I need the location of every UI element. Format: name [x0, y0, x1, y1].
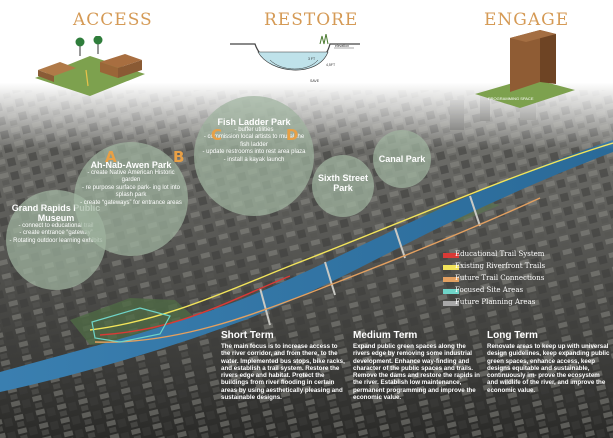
- museum-callout: Grand Rapids Public Museum - connect to …: [8, 203, 104, 245]
- restore-section-illustration: elevation 3 FT 4,5FT SAVE: [230, 34, 360, 83]
- grand-river: [0, 140, 613, 392]
- bus-icon: [75, 37, 85, 47]
- fish-ladder-title: Fish Ladder Park: [217, 117, 291, 127]
- legend-label: Future Trail Connections: [455, 274, 545, 282]
- ahnab-bubble: [74, 142, 188, 256]
- canal-callout: Canal Park: [375, 154, 429, 164]
- legend-swatch: [443, 277, 459, 282]
- medium-term-title: Medium Term: [353, 330, 418, 341]
- short-term-block: Short Term The main focus is to increase…: [221, 330, 347, 401]
- sixth-street-title: Sixth Street Park: [317, 173, 368, 193]
- legend-label: Educational Trail System: [455, 250, 545, 258]
- restore-label-45ft: 4,5FT: [326, 63, 336, 67]
- canal-bubble: [373, 130, 431, 188]
- restore-title: RESTORE: [264, 10, 359, 30]
- fish-ladder-bubble: [194, 96, 314, 216]
- engage-label: PROGRAMMING SPACE: [488, 96, 534, 101]
- legend-item: Educational Trail System: [443, 250, 613, 260]
- legend-swatch: [443, 253, 459, 258]
- fish-ladder-line: - buffer utilities: [234, 127, 274, 133]
- ahnab-title: Ah-Nab-Awen Park: [90, 160, 172, 170]
- short-term-body: The main focus is to increase access to …: [221, 343, 345, 402]
- long-term-title: Long Term: [487, 330, 538, 341]
- engage-title: ENGAGE: [484, 10, 570, 30]
- museum-title: Grand Rapids Public Museum: [11, 203, 101, 223]
- ahnab-line: - create Native American Historic garden: [87, 170, 175, 184]
- marker-b: B: [173, 148, 185, 166]
- sixth-street-callout: Sixth Street Park: [316, 173, 370, 193]
- legend-item: Existing Riverfront Trails: [443, 262, 613, 272]
- marker-c: C: [211, 126, 223, 144]
- fish-ladder-line: - update restrooms into rest area plaza: [202, 149, 306, 156]
- fish-ladder-line: - install a kayak launch: [223, 156, 285, 163]
- medium-term-block: Medium Term Expand public green spaces a…: [353, 330, 481, 401]
- legend-swatch: [443, 289, 459, 294]
- ahnab-line: - create “gateways” for entrance areas: [80, 199, 182, 206]
- marker-a: A: [105, 148, 117, 166]
- restore-label-3ft: 3 FT: [308, 57, 316, 61]
- restore-label-save: SAVE: [310, 79, 320, 83]
- museum-line: - create entrance “gateway”: [19, 230, 93, 237]
- marker-d: D: [286, 126, 299, 144]
- medium-term-body: Expand public green spaces along the riv…: [353, 343, 480, 402]
- ahnab-line: - re purpose surface park- ing lot into …: [81, 184, 181, 199]
- ahnab-callout: Ah-Nab-Awen Park - create Native America…: [78, 160, 184, 207]
- legend-label: Focused Site Areas: [455, 286, 524, 294]
- legend-item: Focused Site Areas: [443, 286, 613, 296]
- legend-label: Future Planning Areas: [455, 298, 536, 306]
- legend-item: Future Trail Connections: [443, 274, 613, 284]
- sixth-street-bubble: [312, 155, 374, 217]
- short-term-title: Short Term: [221, 330, 274, 341]
- fish-ladder-callout: Fish Ladder Park - buffer utilities - co…: [202, 117, 306, 164]
- engage-illustration: PROGRAMMING SPACE: [475, 30, 575, 108]
- canal-title: Canal Park: [378, 154, 426, 164]
- legend-label: Existing Riverfront Trails: [455, 262, 546, 270]
- legend-swatch: [443, 301, 459, 306]
- fish-ladder-line: - commission local artists to mural the …: [203, 134, 305, 148]
- bike-icon: [93, 36, 103, 45]
- museum-line: - Rotating outdoor learning exhibits: [9, 237, 103, 244]
- legend-swatch: [443, 265, 459, 270]
- restore-label-elevation: elevation: [335, 44, 349, 48]
- legend-item: Future Planning Areas: [443, 298, 613, 308]
- access-illustration: [35, 36, 145, 96]
- long-term-block: Long Term Renovate areas to keep up with…: [487, 330, 611, 394]
- access-title: ACCESS: [73, 10, 153, 30]
- museum-line: - connect to educational trail: [18, 223, 94, 229]
- long-term-body: Renovate areas to keep up with universal…: [487, 343, 610, 394]
